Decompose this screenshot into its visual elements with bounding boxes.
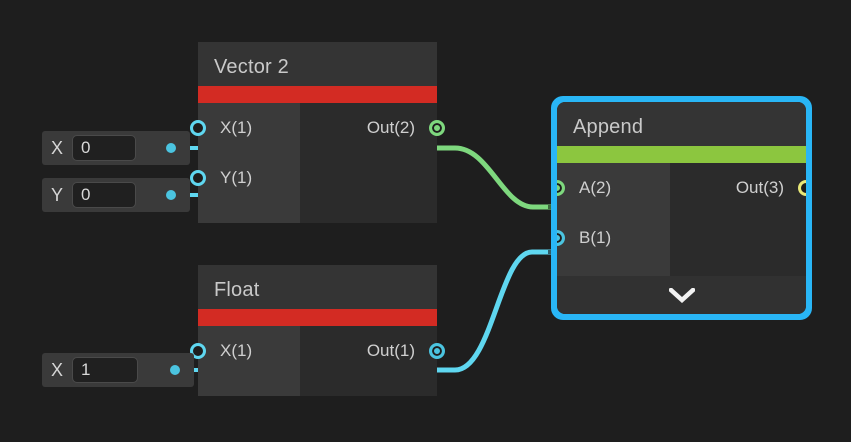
port-label: Out(1) — [366, 341, 415, 360]
port-label: Out(3) — [735, 178, 784, 197]
node-vector2[interactable]: Vector 2 X(1) Y(1) Out(2) — [190, 42, 445, 223]
port-label: B(1) — [579, 228, 612, 247]
property-value-field[interactable]: 0 — [72, 182, 136, 208]
port-label: Y(1) — [220, 168, 253, 187]
node-accent-bar — [198, 309, 437, 326]
input-port-x1[interactable] — [190, 343, 206, 359]
node-input-column: X(1) Y(1) — [190, 103, 300, 223]
node-title: Vector 2 — [198, 42, 437, 86]
output-port-out3[interactable] — [798, 180, 806, 196]
port-row-x1[interactable]: X(1) — [190, 326, 300, 376]
port-row-out3[interactable]: Out(3) — [670, 163, 806, 213]
node-input-column: A(2) B(1) — [557, 163, 670, 276]
node-expand-footer[interactable] — [557, 276, 806, 314]
node-output-column: Out(2) — [300, 103, 445, 223]
node-float[interactable]: Float X(1) Out(1) — [190, 265, 445, 396]
port-label: A(2) — [579, 178, 612, 197]
node-title: Append — [557, 102, 806, 146]
input-port-y1[interactable] — [190, 170, 206, 186]
node-output-column: Out(1) — [300, 326, 445, 396]
node-title: Float — [198, 265, 437, 309]
property-label: X — [50, 137, 63, 158]
port-label: X(1) — [220, 341, 253, 360]
node-output-column: Out(3) — [670, 163, 806, 276]
node-append[interactable]: Append A(2) B(1) Out(3) — [551, 96, 812, 320]
property-output-dot[interactable] — [166, 190, 176, 200]
property-value-field[interactable]: 1 — [72, 357, 138, 383]
node-accent-bar — [557, 146, 806, 163]
property-float-x[interactable]: X 1 — [42, 353, 194, 387]
port-row-out1[interactable]: Out(1) — [300, 326, 445, 376]
input-port-a2[interactable] — [557, 180, 565, 196]
property-value-field[interactable]: 0 — [72, 135, 136, 161]
property-label: X — [50, 359, 63, 380]
input-port-x1[interactable] — [190, 120, 206, 136]
port-label: X(1) — [220, 118, 253, 137]
node-input-column: X(1) — [190, 326, 300, 396]
input-port-b1[interactable] — [557, 230, 565, 246]
port-row-b1[interactable]: B(1) — [557, 213, 670, 263]
port-row-a2[interactable]: A(2) — [557, 163, 670, 213]
port-row-x1[interactable]: X(1) — [190, 103, 300, 153]
output-port-out2[interactable] — [429, 120, 445, 136]
output-port-out1[interactable] — [429, 343, 445, 359]
node-accent-bar — [198, 86, 437, 103]
port-row-y1[interactable]: Y(1) — [190, 153, 300, 203]
wire-vector2-to-append-a — [433, 145, 563, 210]
property-vector2-x[interactable]: X 0 — [42, 131, 190, 165]
port-row-out2[interactable]: Out(2) — [300, 103, 445, 153]
wire-float-to-append-b — [433, 249, 563, 373]
port-label: Out(2) — [366, 118, 415, 137]
property-vector2-y[interactable]: Y 0 — [42, 178, 190, 212]
property-label: Y — [50, 184, 63, 205]
property-output-dot[interactable] — [170, 365, 180, 375]
chevron-down-icon[interactable] — [668, 287, 695, 303]
property-output-dot[interactable] — [166, 143, 176, 153]
